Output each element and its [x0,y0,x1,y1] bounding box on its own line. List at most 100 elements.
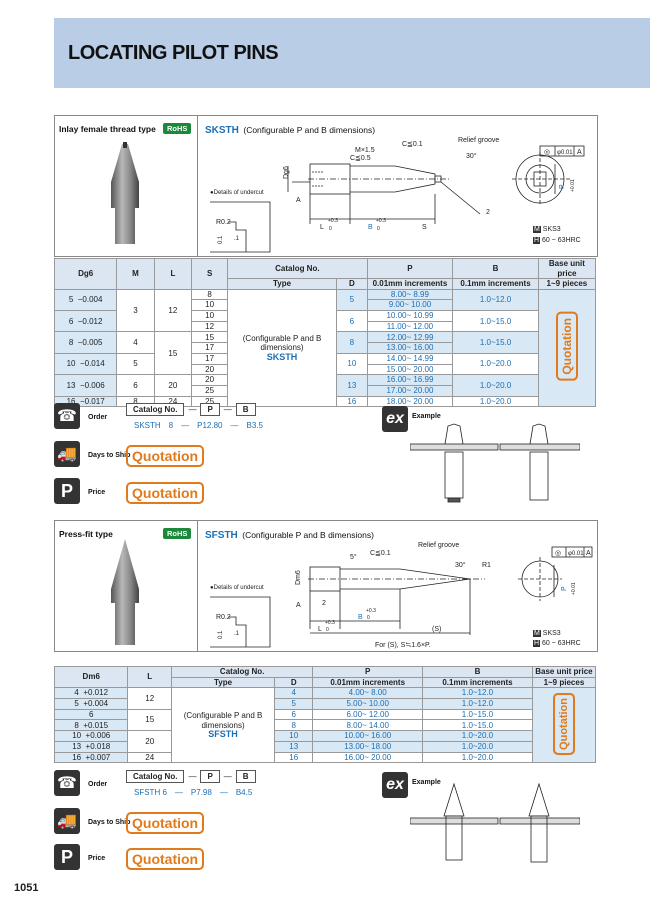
section1-dimension-drawing: M×1.5 C≦0.5 C≦0.1 Relief groove 30° Dg6 … [210,137,585,253]
s2-th-binc: 0.1mm increments [422,676,533,689]
s2-dim-bb: 0 [367,615,370,621]
s2-p-4: 10.00~ 16.00 [312,730,424,742]
page-number: 1051 [14,882,39,894]
s1-dim-dg6: Dg6 [283,166,290,179]
s1-m-3: 3 [116,288,155,333]
s2-order-ex-b: B4.5 [235,788,253,797]
s2-th-price: Base unit price [531,666,597,678]
s1-order-label: Order [88,414,108,421]
s2-l-12: 12 [127,687,172,710]
s2-price-quotation: Quotation [126,848,205,870]
s2-order-ex-dash1: — [174,788,183,797]
table-row: 16 +0.007 24 16 16.00~ 20.00 1.0~20.0 [53,751,596,764]
s1-tol3: −0.006 [79,380,105,390]
s2-p-3: 8.00~ 14.00 [312,719,424,732]
s2-th-pieces: 1~9 pieces [531,676,597,689]
s1-p-5: 13.00~ 16.00 [366,342,454,354]
s1-order-ex-dash1: — [181,421,190,430]
s1-p-9: 17.00~ 20.00 [366,384,454,397]
s1-type-text2: dimensions) [260,343,304,353]
table-row: 13 −0.006 6 20 20 13 16.00~ 16.99 1.0~20… [53,374,596,397]
s1-dim-b: B [368,224,373,231]
s1-type-text1: (Configurable P and B [242,333,322,343]
section1-spec-table: Dg6 M L S Catalog No. P B Base unit pric… [53,258,597,408]
s1-tol2: −0.005 [77,337,103,347]
s2-order-catalog-box: Catalog No. [126,770,185,783]
table-row: 16 −0.017 8 24 25 16 18.00~ 20.00 1.0~20… [53,395,596,408]
s2-order-b-box: B [235,770,256,783]
s2-dim-r02: R0.2 [216,614,231,621]
s2-p-2: 6.00~ 12.00 [312,708,424,721]
s1-tol1b: −0.012 [77,316,103,326]
s2-gdt-val: φ0.01 [568,551,584,557]
s1-p-1: 9.00~ 10.00 [366,299,454,312]
s1-dcol-5: 5 [68,295,74,305]
s1-gdt-val: φ0.01 [557,150,573,156]
s1-s-1: 10 [191,299,229,312]
s2-gdt-a: A [586,550,591,557]
s2-order-example: SFSTH 6 — P7.98 — B4.5 [134,788,252,797]
section1-type-label: Inlay female thread type [59,124,156,134]
s2-dim-l: L [318,626,322,633]
s2-tol3b: +0.007 [85,752,111,762]
s1-order-ex-dash2: — [230,421,239,430]
s2-dm-16: 16 [72,752,82,762]
s2-dim-bt: +0.3 [366,608,376,614]
price-p-icon: P [54,478,80,504]
s1-d-13: 13 [336,374,368,397]
s1-example-label: Example [412,413,441,420]
s2-example-label: Example [412,779,441,786]
s2-b-3: 1.0~15.0 [422,719,533,732]
s1-s-4: 15 [191,331,229,344]
s2-th-type: Type [170,676,276,689]
section2-drawing-panel: Press-fit type RoHS SFSTH (Configurable … [54,520,598,652]
s1-l-15: 15 [153,331,193,376]
table-row: 13 +0.018 13 13.00~ 18.00 1.0~20.0 [53,740,596,753]
s1-p-3: 11.00~ 12.00 [366,320,454,333]
s2-d-3: 8 [274,719,314,732]
s1-type-code: SKSTH [266,351,298,362]
s1-p-8: 16.00~ 16.99 [366,374,454,386]
s2-order-dash2: — [223,772,232,781]
s2-ship-quotation: Quotation [126,812,205,834]
s2-dim-01: 0.1 [218,630,224,639]
s1-dim-pt: +0.01 [570,179,576,192]
s1-order-dash1: — [188,405,197,414]
s1-dim-angle: 30° [466,152,477,160]
s2-p-0: 4.00~ 8.00 [312,687,424,700]
s1-p-6: 14.00~ 14.99 [366,352,454,365]
s2-dim-b: B [358,614,363,621]
s2-mat-h-value: 60 ~ 63HRC [542,640,581,647]
s2-undercut-label: ●Details of undercut [210,585,264,591]
section2-code: SFSTH [205,530,238,541]
s1-b-3: 1.0~20.0 [452,352,539,376]
s2-type-text1: (Configurable P and B [183,711,263,721]
table-row: 6 −0.012 10 6 10.00~ 10.99 1.0~15.0 [53,310,596,333]
section1-rohs-badge: RoHS [163,123,192,134]
s2-dim-pt: +0.01 [571,582,577,595]
page-title: LOCATING PILOT PINS [68,42,279,64]
s1-price-quotation: Quotation [126,482,205,504]
s1-order-catalog-box: Catalog No. [126,403,185,416]
section2-spec-table: Dm6 L Catalog No. P B Base unit price Ty… [53,665,597,764]
s2-mat-m-value: SKS3 [542,630,561,637]
s1-mat-m-value: SKS3 [542,226,561,233]
s1-dcol-10: 10 [66,359,76,369]
s2-dm-4: 4 [74,688,79,698]
section1-pin-photo [111,142,139,244]
s2-dim-p: P [561,586,568,591]
s1-d-6: 6 [336,310,368,333]
s1-dim-relief: Relief groove [458,137,499,144]
s1-dim-a: A [296,197,301,204]
s2-dim-s: (S) [432,626,441,633]
s1-l-20: 20 [153,374,193,397]
s2-d-5: 13 [274,740,314,753]
s1-order-ex-p: P12.80 [197,421,223,430]
s2-p-1: 5.00~ 10.00 [312,698,424,710]
s2-price-cell: Quotation [531,687,597,764]
s2-dim-c01: C≦0.1 [370,550,391,557]
